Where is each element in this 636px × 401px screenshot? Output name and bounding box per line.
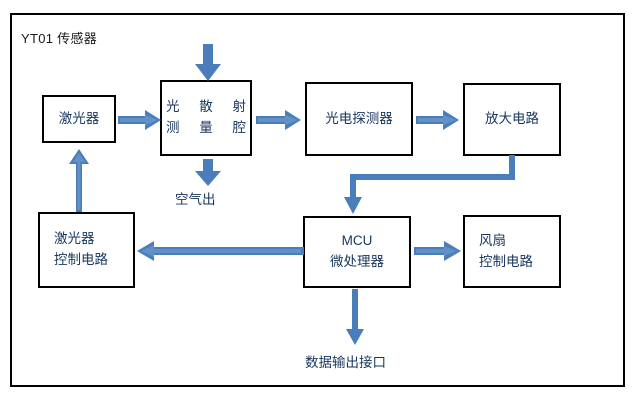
- label-data-output: 数据输出接口: [305, 355, 386, 370]
- block-photodetector-line-1: 光电探测器: [325, 110, 393, 126]
- block-chamber-line-1: 光 散 射: [166, 99, 255, 115]
- connector-mcu-to-laser-control-arrow-icon: [136, 241, 304, 261]
- connector-air-in-arrow-icon: [194, 44, 222, 82]
- block-fan-control-line-1: 风扇: [479, 232, 506, 248]
- block-fan-control[interactable]: 风扇 控制电路: [463, 215, 561, 288]
- block-amplifier[interactable]: 放大电路: [463, 83, 561, 156]
- connector-chamber-to-photodetector-arrow-icon: [256, 110, 302, 130]
- sensor-enclosure-frame: [10, 13, 625, 387]
- block-laser-line-1: 激光器: [58, 110, 100, 126]
- connector-chamber-to-air-out-arrow-icon: [194, 159, 222, 187]
- block-amplifier-line-1: 放大电路: [485, 111, 539, 127]
- connector-amplifier-to-mcu-elbow: [340, 155, 530, 217]
- block-laser-control[interactable]: 激光器 控制电路: [38, 212, 135, 288]
- block-mcu-line-1: MCU: [341, 233, 373, 249]
- diagram-title: YT01 传感器: [21, 31, 98, 46]
- label-air-out: 空气出: [175, 192, 216, 207]
- connector-laser-control-to-laser-arrow-icon: [68, 148, 90, 214]
- block-laser-control-line-1: 激光器: [54, 231, 95, 247]
- block-laser[interactable]: 激光器: [42, 95, 116, 143]
- block-photodetector[interactable]: 光电探测器: [305, 82, 413, 156]
- block-laser-control-line-2: 控制电路: [54, 252, 108, 267]
- block-scattering-chamber[interactable]: 光 散 射 测 量 腔: [160, 80, 252, 156]
- connector-photodetector-to-amplifier-arrow-icon: [416, 110, 460, 130]
- connector-mcu-to-data-output-arrow-icon: [344, 289, 366, 347]
- block-fan-control-line-2: 控制电路: [479, 253, 533, 269]
- block-mcu-line-2: 微处理器: [330, 254, 384, 269]
- block-chamber-line-2: 测 量 腔: [166, 120, 255, 135]
- connector-laser-to-chamber-arrow-icon: [118, 110, 162, 130]
- connector-mcu-to-fan-control-arrow-icon: [414, 241, 462, 261]
- block-mcu[interactable]: MCU 微处理器: [303, 216, 411, 288]
